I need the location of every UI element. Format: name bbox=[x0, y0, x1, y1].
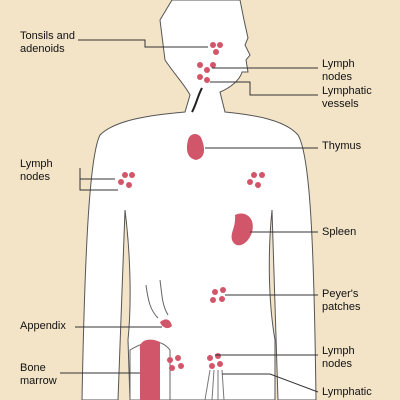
appendix bbox=[160, 319, 172, 329]
leg-lymphatic-vessels bbox=[204, 369, 225, 400]
label-appendix: Appendix bbox=[20, 320, 66, 332]
label-peyers-patches: Peyer's patches bbox=[322, 288, 361, 313]
label-lymphatic-vessels-neck: Lymphatic vessels bbox=[322, 85, 372, 110]
armpit-lymph-nodes-left bbox=[247, 172, 265, 188]
leader-lines bbox=[60, 39, 319, 393]
label-lymph-nodes-armpit: Lymph nodes bbox=[20, 158, 53, 183]
label-lymph-nodes-neck: Lymph nodes bbox=[322, 58, 355, 83]
intestine-outline bbox=[145, 284, 159, 319]
label-bone-marrow: Bone marrow bbox=[20, 362, 57, 387]
groin-lymph-nodes-right bbox=[167, 355, 184, 371]
armpit-lymph-nodes-right bbox=[118, 172, 135, 188]
body-silhouette bbox=[81, 0, 317, 400]
intestine-outline bbox=[159, 279, 169, 316]
label-lymph-nodes-groin: Lymph nodes bbox=[322, 345, 355, 370]
peyers-patches-nodes bbox=[210, 287, 226, 303]
label-tonsils-and-adenoids: Tonsils and adenoids bbox=[20, 30, 76, 55]
neck-lymphatic-vessel bbox=[191, 87, 203, 113]
thymus bbox=[186, 134, 205, 160]
bone-marrow bbox=[139, 339, 160, 400]
label-thymus: Thymus bbox=[322, 140, 362, 152]
spleen bbox=[231, 213, 253, 246]
label-lymphatic-vessels-leg: Lymphatic bbox=[322, 386, 372, 398]
label-spleen: Spleen bbox=[322, 226, 357, 238]
neck-lymph-nodes bbox=[197, 62, 216, 83]
tonsil-nodes bbox=[210, 42, 223, 55]
